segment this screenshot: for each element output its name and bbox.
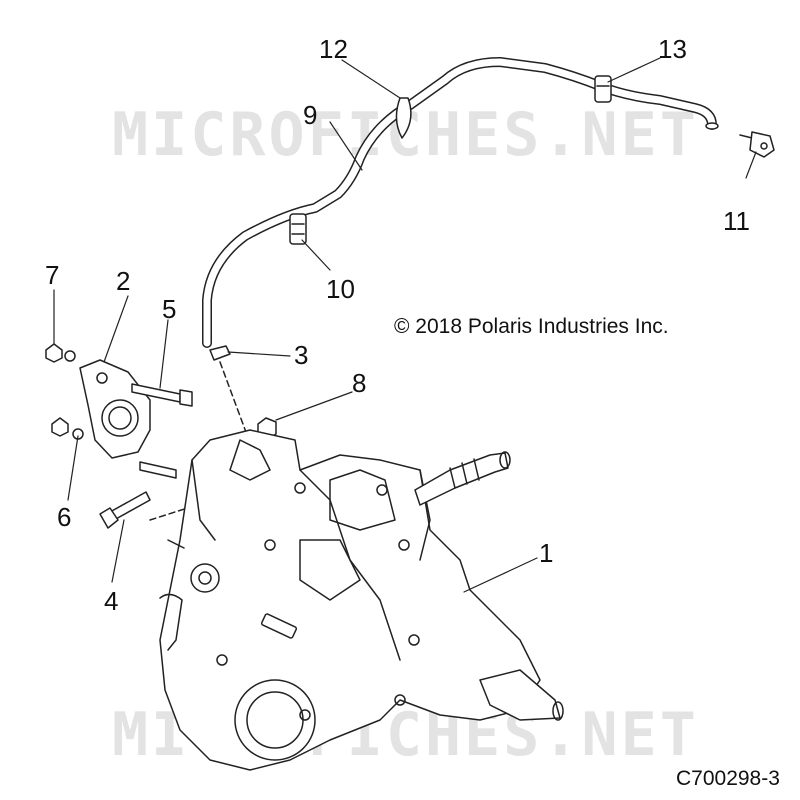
nut-6 <box>51 417 84 440</box>
vent-fitting-11 <box>739 131 775 158</box>
callout-12: 12 <box>319 34 348 64</box>
callout-4: 4 <box>104 586 119 616</box>
callout-5: 5 <box>162 294 177 324</box>
callout-1: 1 <box>539 538 554 568</box>
hose-clamp-3 <box>209 345 231 361</box>
bolt-5 <box>131 383 193 407</box>
hose-clip-13 <box>594 75 612 103</box>
figure-code: C700298-3 <box>676 767 780 790</box>
leader-lines <box>53 57 757 593</box>
callout-7: 7 <box>45 260 60 290</box>
copyright-notice: © 2018 Polaris Industries Inc. <box>394 315 669 338</box>
callout-3: 3 <box>294 340 309 370</box>
nut-7 <box>45 343 76 363</box>
hose-clip-10 <box>289 213 307 245</box>
output-shaft-top <box>414 451 511 506</box>
hose-clip-12 <box>395 97 412 139</box>
callout-8: 8 <box>352 368 367 398</box>
gearcase-1 <box>159 429 541 771</box>
bolt-4 <box>99 491 151 529</box>
callout-6: 6 <box>57 502 72 532</box>
callout-10: 10 <box>326 274 355 304</box>
cover-bracket-2 <box>79 359 151 459</box>
output-shaft-bottom <box>479 669 564 721</box>
callout-13: 13 <box>658 34 687 64</box>
callout-11: 11 <box>723 206 750 236</box>
vent-hose <box>202 57 719 348</box>
callout-9: 9 <box>303 100 318 130</box>
callout-2: 2 <box>116 266 131 296</box>
